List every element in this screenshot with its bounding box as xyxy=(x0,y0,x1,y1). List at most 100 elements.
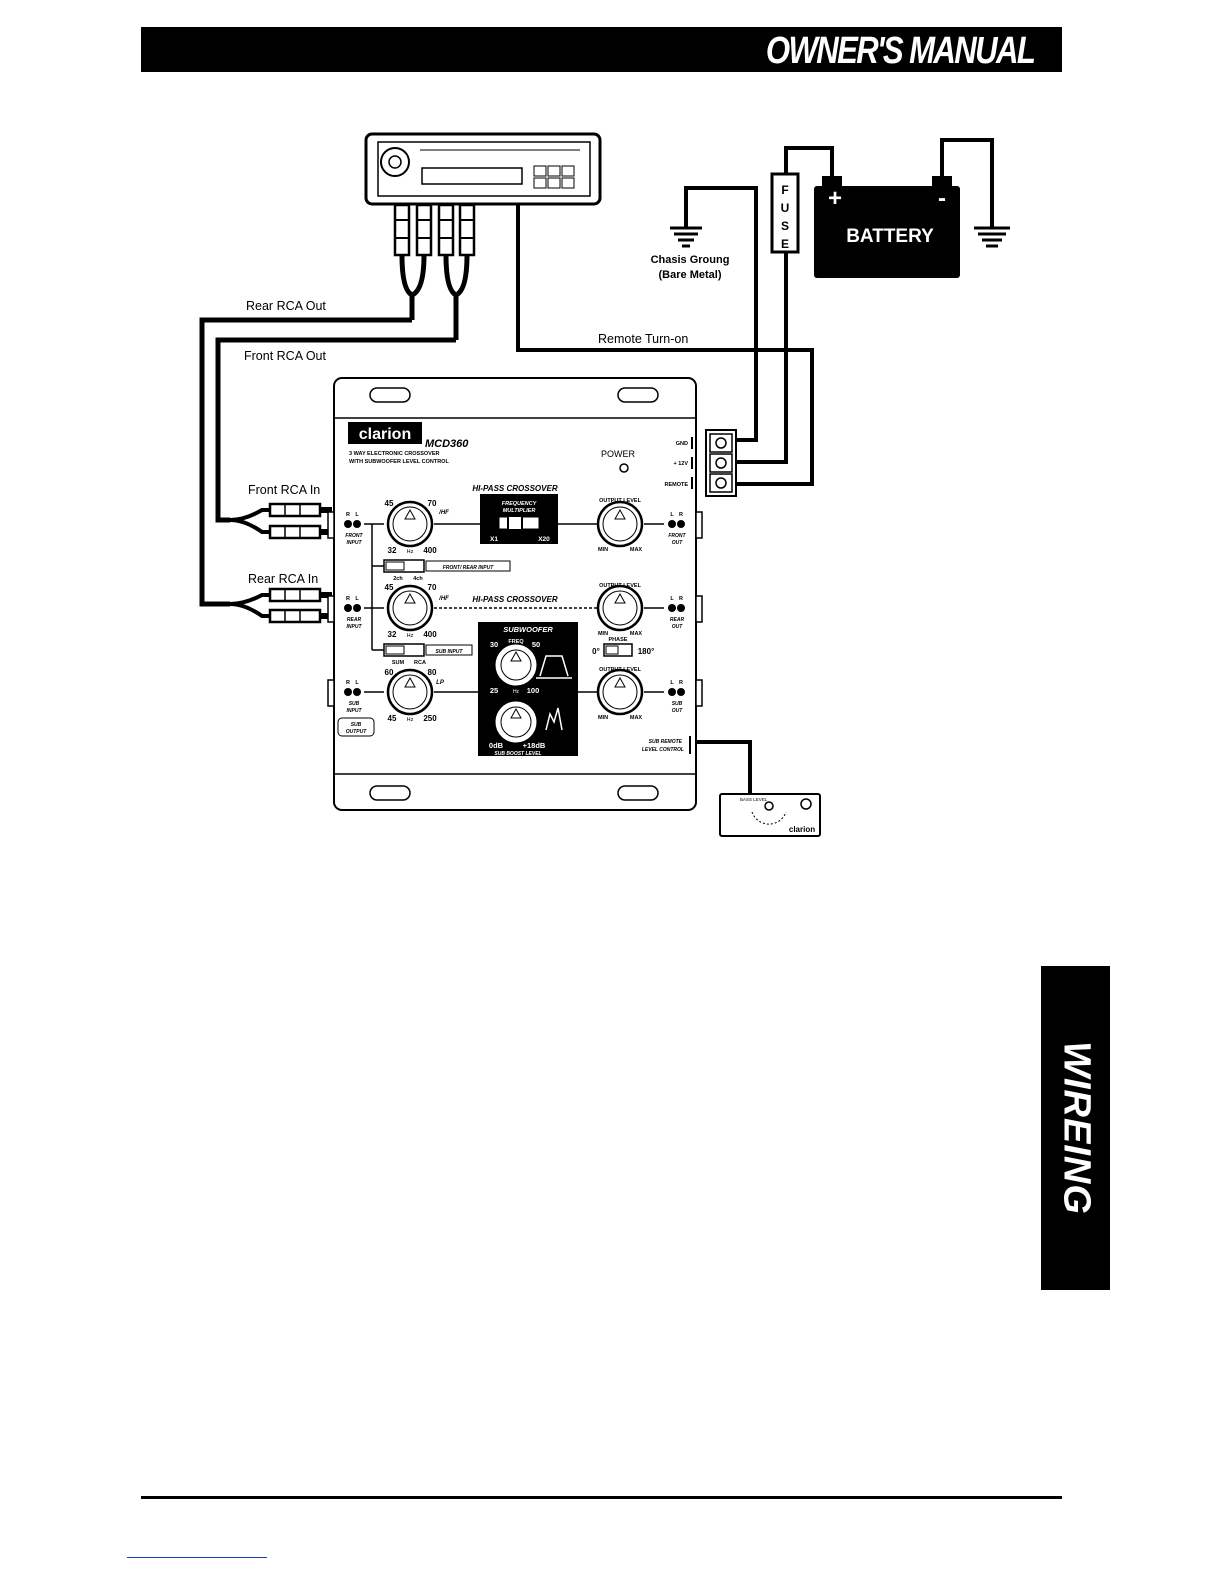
battery-plus-label: + xyxy=(828,185,842,212)
power-label: POWER xyxy=(601,449,636,459)
freq-mult-x1: X1 xyxy=(490,536,498,543)
rear-rca-in-label: Rear RCA In xyxy=(248,572,318,586)
sub-knob-unit: Hz xyxy=(407,717,414,723)
subwoofer-panel xyxy=(478,622,578,756)
rear-input-l: L xyxy=(355,596,359,602)
front-level-min: MIN xyxy=(598,547,608,553)
rear-hipass-title: HI-PASS CROSSOVER xyxy=(472,595,557,604)
rear-hp-knob xyxy=(386,584,434,632)
input-switch-4ch: 4ch xyxy=(413,576,423,582)
front-hipass-title: HI-PASS CROSSOVER xyxy=(472,484,557,493)
rear-knob-unit: Hz xyxy=(407,633,414,639)
rear-out-r: R xyxy=(679,596,683,602)
sub-input-l: L xyxy=(355,680,359,686)
sub-switch-sum: SUM xyxy=(392,660,405,666)
front-knob-min-label: 45 xyxy=(385,499,394,508)
front-knob-slope: /HF xyxy=(438,510,449,516)
front-rear-input-label: FRONT/ REAR INPUT xyxy=(443,565,495,571)
signal-flow xyxy=(364,523,664,693)
rear-rca-cable xyxy=(199,317,412,607)
sub-level-min: MIN xyxy=(598,715,608,721)
sub-input-r: R xyxy=(346,680,350,686)
sub-level-max: MAX xyxy=(630,715,643,721)
labels: Rear RCA Out Front RCA Out Remote Turn-o… xyxy=(244,183,946,834)
sub-input-switch-label: SUB INPUT xyxy=(436,649,464,655)
front-out-r: R xyxy=(679,512,683,518)
brand-logo-box xyxy=(348,422,422,444)
front-knob-low: 32 xyxy=(388,546,397,555)
sub-boost-label: SUB BOOST LEVEL xyxy=(494,751,541,757)
rear-knob-min-label: 45 xyxy=(385,583,394,592)
unit-description-1: 3 WAY ELECTRONIC CROSSOVER xyxy=(349,451,439,457)
freq-mult-label-2: MULTIPLIER xyxy=(503,508,536,514)
bass-remote-control xyxy=(719,793,821,837)
power-led xyxy=(619,463,629,473)
chassis-ground-sublabel: (Bare Metal) xyxy=(659,269,722,281)
output-jacks xyxy=(668,520,685,696)
rear-output-level-label: OUTPUT LEVEL xyxy=(599,583,642,589)
front-output-level-label: OUTPUT LEVEL xyxy=(599,498,642,504)
front-out-label-1: FRONT xyxy=(668,533,686,539)
front-hp-knob xyxy=(386,500,434,548)
terminal-remote-label: REMOTE xyxy=(664,482,688,488)
remote-bass-level-label: BASS LEVEL xyxy=(740,797,768,802)
unit-description-2: WITH SUBWOOFER LEVEL CONTROL xyxy=(349,459,449,465)
front-rca-split xyxy=(229,508,300,534)
sub-freq-25: 25 xyxy=(490,686,498,695)
front-rca-out-label: Front RCA Out xyxy=(244,349,326,363)
rear-knob-low: 32 xyxy=(388,630,397,639)
battery xyxy=(814,176,960,278)
frequency-multiplier-panel xyxy=(480,494,558,544)
battery-ground-symbol xyxy=(974,226,1010,248)
rear-level-min: MIN xyxy=(598,631,608,637)
remote-turn-on-wire xyxy=(516,205,814,486)
power-wire-upper xyxy=(784,146,834,178)
front-knob-high: 400 xyxy=(423,546,437,555)
sub-freq-100: 100 xyxy=(527,686,540,695)
sub-knob-slope: LP xyxy=(436,680,445,686)
sub-output-box-label-1: SUB xyxy=(351,722,362,728)
sub-knob-min-label: 60 xyxy=(385,668,394,677)
rca-input-plugs xyxy=(268,502,332,624)
chassis-ground-label: Chasis Groung xyxy=(651,254,730,266)
fuse-letter-u: U xyxy=(781,201,790,215)
fuse xyxy=(770,172,800,254)
rear-rca-out-label: Rear RCA Out xyxy=(246,299,326,313)
battery-minus-label: - xyxy=(938,185,946,212)
rear-knob-slope: /HF xyxy=(438,596,449,602)
front-knob-unit: Hz xyxy=(407,549,414,555)
header-bar: OWNER'S MANUAL xyxy=(141,27,1062,72)
rear-out-label-1: REAR xyxy=(670,617,685,623)
ground-wire xyxy=(684,186,758,442)
sub-out-label-2: OUT xyxy=(672,708,684,714)
rear-knob-high: 400 xyxy=(423,630,437,639)
remote-turn-on-label: Remote Turn-on xyxy=(598,332,688,346)
rca-y-cables xyxy=(399,254,470,340)
sub-remote-label-2: LEVEL CONTROL xyxy=(642,747,684,753)
front-input-label-1: FRONT xyxy=(345,533,363,539)
rear-out-label-2: OUT xyxy=(672,624,684,630)
front-level-knob xyxy=(596,500,644,548)
sub-input-switch xyxy=(383,643,473,657)
rear-input-label-1: REAR xyxy=(347,617,362,623)
sub-lp-knob xyxy=(386,668,434,716)
sub-switch-rca: RCA xyxy=(414,660,426,666)
sub-boost-18db: +18dB xyxy=(523,741,546,750)
power-wire-lower xyxy=(735,252,788,464)
power-terminal-block xyxy=(691,429,737,497)
sub-knob-low: 45 xyxy=(388,714,397,723)
rear-rca-split xyxy=(229,593,300,618)
freq-mult-label-1: FREQUENCY xyxy=(502,501,538,507)
head-unit xyxy=(364,132,602,206)
unit-model: MCD360 xyxy=(425,438,469,450)
sub-knob-max-label: 80 xyxy=(428,668,437,677)
section-tab: WIREING xyxy=(1041,966,1110,1290)
phase-switch xyxy=(603,643,633,657)
sub-input-label-1: SUB xyxy=(349,701,360,707)
fuse-letter-e: E xyxy=(781,237,789,251)
front-rca-cable xyxy=(215,337,456,523)
sub-knob-high: 250 xyxy=(423,714,437,723)
sub-freq-unit: Hz xyxy=(513,689,520,695)
sub-output-box xyxy=(337,717,375,737)
